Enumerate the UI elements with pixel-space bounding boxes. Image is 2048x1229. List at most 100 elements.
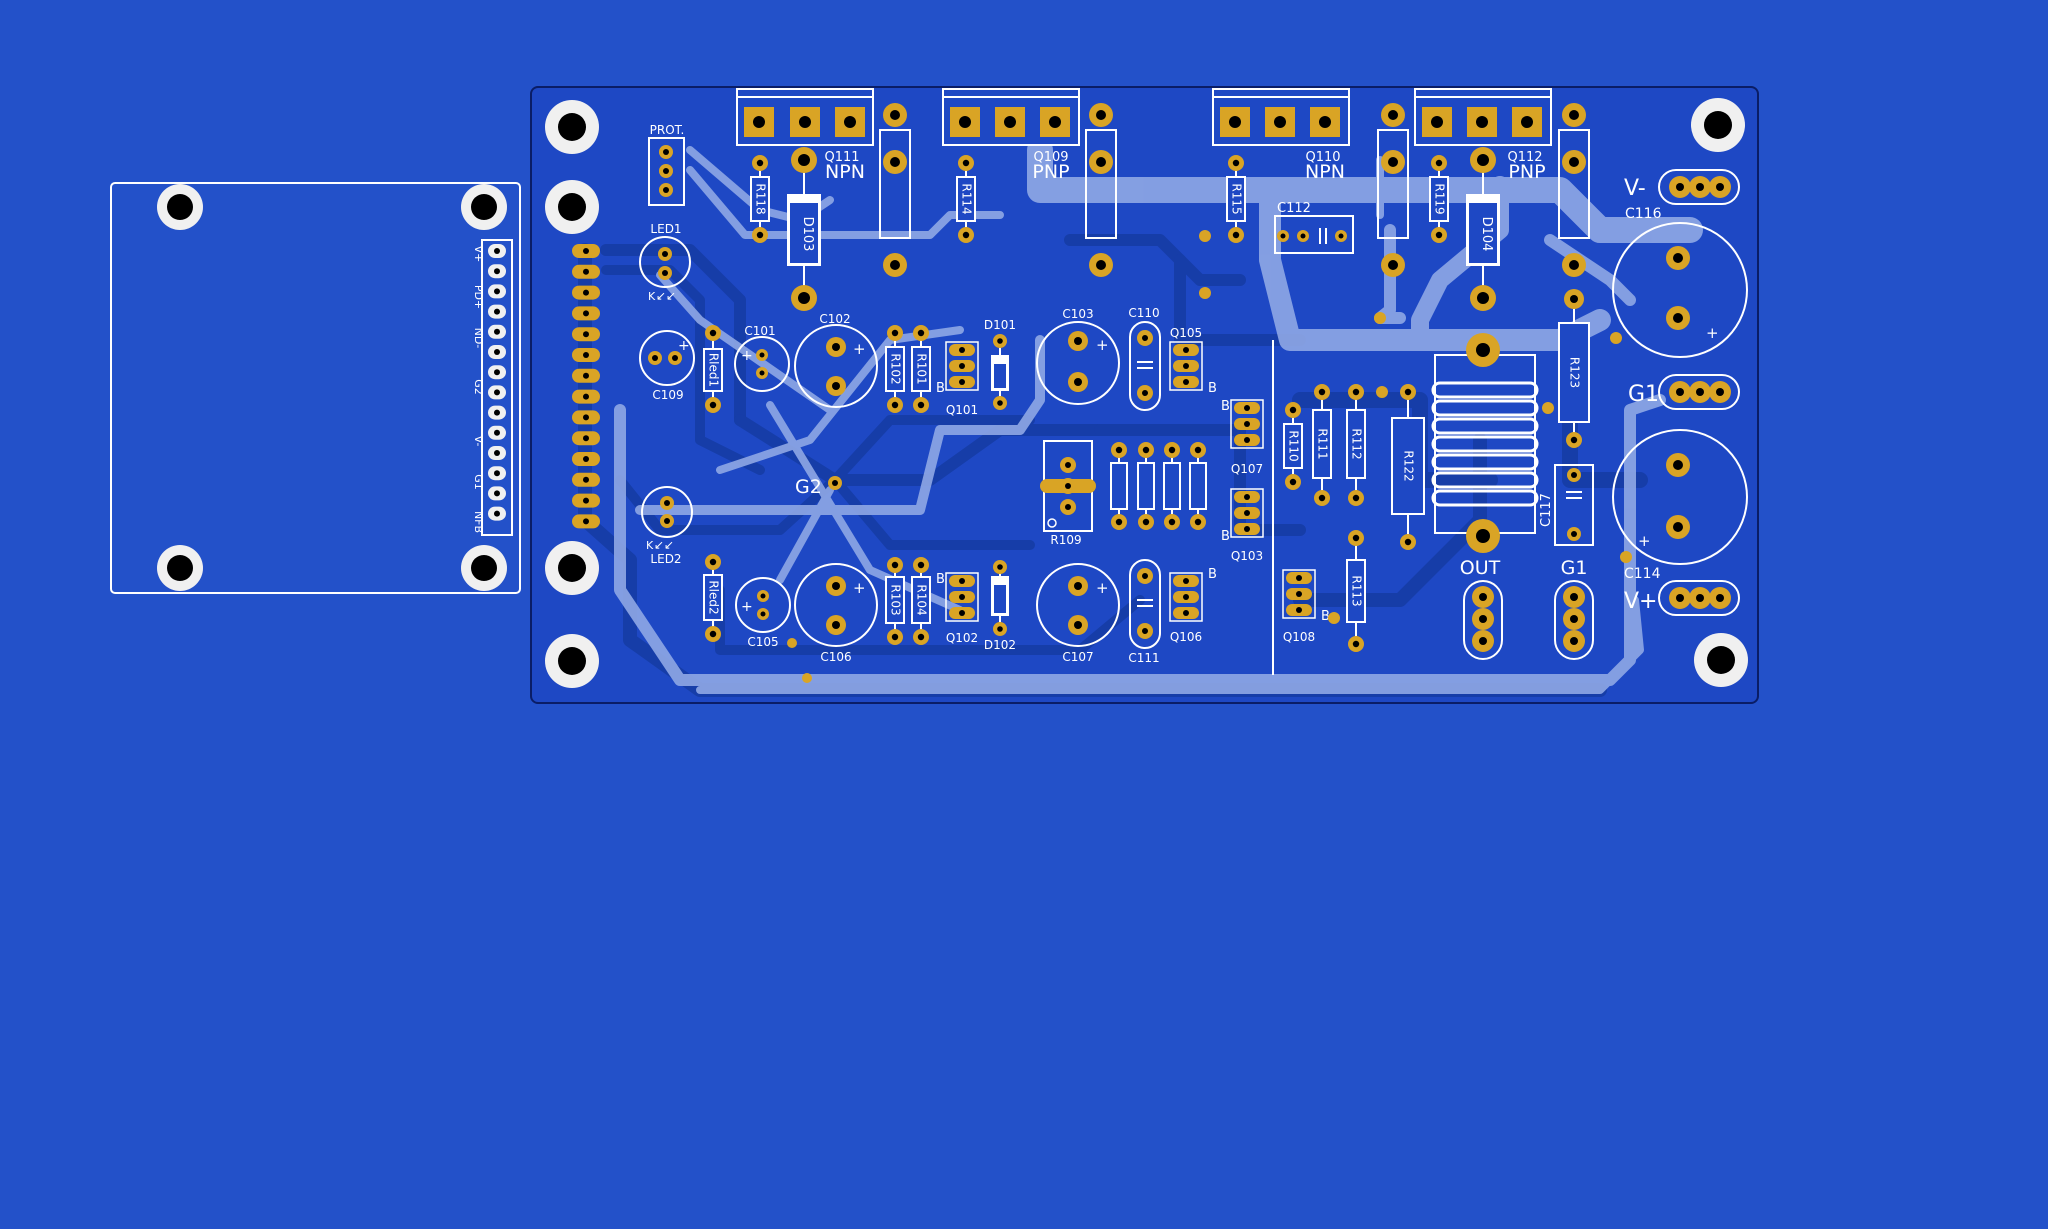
daughter-pin	[488, 446, 506, 460]
diode-d103: D103	[787, 160, 821, 298]
main-mount-hole	[545, 180, 599, 234]
power-pads	[791, 103, 1590, 311]
resistor-r119: R119	[1429, 155, 1449, 243]
r109-trimmer: R109	[1040, 440, 1096, 547]
out-label: OUT	[1460, 557, 1501, 579]
c116-label: C116	[1625, 206, 1662, 222]
daughter-pin-label: NFB	[472, 511, 485, 533]
resistor-label: R118	[754, 183, 768, 214]
main-mount-hole	[545, 634, 599, 688]
resistor-label: R113	[1350, 575, 1364, 606]
transistor-q112: Q112 PNP	[1414, 88, 1552, 183]
resistor-label: R112	[1350, 428, 1364, 459]
diode-d104: D104	[1466, 160, 1500, 298]
led1-arrows-icon: ↙↙	[656, 289, 676, 303]
vias	[787, 230, 1632, 683]
resistor-r103: R103	[885, 557, 905, 645]
base-label: B	[1221, 529, 1230, 544]
q110-ref: Q110	[1305, 150, 1340, 165]
daughter-pin	[488, 345, 506, 359]
g1-right-label: G1	[1628, 382, 1659, 407]
edge-pad	[572, 348, 600, 362]
c106-plus: +	[853, 579, 866, 597]
main-mount-hole	[545, 541, 599, 595]
resistor-r114: R114	[956, 155, 976, 243]
resistor-label: R119	[1433, 183, 1447, 214]
c105-label: C105	[747, 635, 778, 649]
daughter-pin	[488, 244, 506, 258]
transistor-q102: B Q102	[936, 572, 979, 645]
resistor-label: R102	[889, 353, 903, 384]
edge-pad	[572, 285, 600, 300]
base-label: B	[1208, 381, 1217, 396]
resistor-r113: R113	[1346, 530, 1366, 652]
resistor-unlabeled	[1110, 442, 1128, 530]
edge-pad	[572, 264, 600, 279]
main-mount-hole	[545, 100, 599, 154]
daughter-pin	[488, 385, 506, 400]
resistor-unlabeled	[1163, 442, 1181, 530]
terminal-v-plus: V+	[1624, 580, 1740, 616]
q110-type: NPN	[1305, 161, 1345, 183]
transistor-label: Q102	[946, 631, 978, 645]
daughter-mount-hole	[461, 545, 507, 591]
resistor-label: Rled1	[707, 353, 721, 387]
c105-plus: +	[741, 599, 753, 615]
terminal-v-minus: V-	[1624, 169, 1740, 205]
daughter-pin	[488, 425, 506, 440]
daughter-pin	[488, 284, 506, 299]
base-label: B	[1208, 567, 1217, 582]
c107-label: C107	[1062, 650, 1093, 664]
c101-plus: +	[741, 348, 753, 364]
diode-label: D103	[800, 217, 815, 252]
q112-ref: Q112	[1507, 150, 1542, 165]
c102-label: C102	[819, 312, 850, 326]
resistor-r101: R101	[911, 325, 931, 413]
transistor-q110: Q110 NPN	[1212, 88, 1350, 183]
cap-c107: + C107	[1036, 563, 1120, 664]
daughter-pin	[488, 304, 506, 319]
cap-c109: + C109	[639, 330, 695, 402]
cap-c111: C111	[1128, 559, 1161, 665]
resistor-label: R115	[1230, 183, 1244, 214]
edge-pad	[572, 368, 600, 383]
resistor-r104: R104	[911, 557, 931, 645]
daughter-pin-label: V-	[472, 436, 485, 447]
transistor-label: Q103	[1231, 549, 1263, 563]
c114-label: C114	[1624, 566, 1661, 582]
cap-c102: + C102	[794, 312, 878, 408]
c103-label: C103	[1062, 307, 1093, 321]
led2: K ↙↙ LED2	[641, 486, 693, 566]
daughter-pin	[488, 264, 506, 279]
daughter-pin	[488, 405, 506, 420]
base-label: B	[936, 381, 945, 396]
resistor-rled2: Rled2	[703, 554, 723, 642]
resistor-label: R111	[1316, 428, 1330, 459]
cap-c110: C110	[1128, 306, 1161, 411]
daughter-board-outline	[110, 182, 521, 594]
base-label: B	[936, 572, 945, 587]
c114-plus: +	[1638, 532, 1651, 550]
edge-pad	[572, 431, 600, 446]
q109-ref: Q109	[1033, 150, 1068, 165]
q111-ref: Q111	[824, 150, 859, 165]
resistor-r123: R123	[1558, 291, 1590, 448]
daughter-pin	[488, 466, 506, 481]
resistor-r115: R115	[1226, 155, 1246, 243]
resistor-label: R101	[915, 353, 929, 384]
resistor-r112: R112	[1346, 384, 1366, 506]
daughter-mount-hole	[157, 184, 203, 230]
daughter-mount-hole	[461, 184, 507, 230]
transistor-label: Q108	[1283, 630, 1315, 644]
edge-pad	[572, 410, 600, 425]
edge-pad	[572, 514, 600, 529]
main-mount-hole	[1694, 633, 1748, 687]
daughter-header-outline	[481, 239, 513, 536]
diode-d101: D101	[984, 318, 1016, 410]
daughter-pin-label: V+	[472, 246, 485, 263]
